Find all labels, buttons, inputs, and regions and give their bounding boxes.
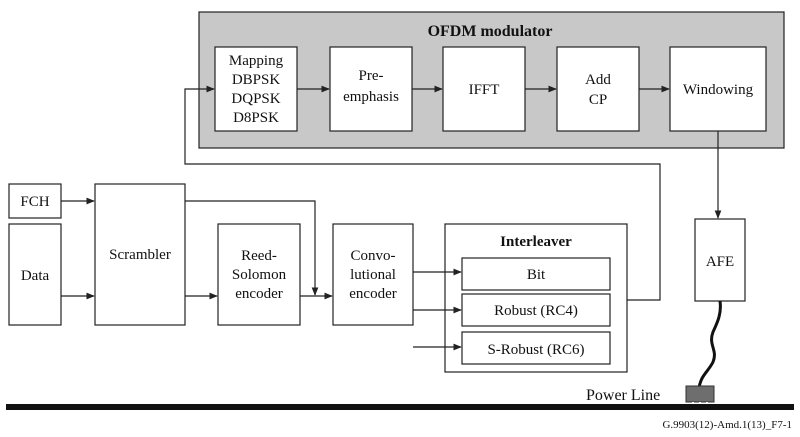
addcp-label-2: CP [589,92,607,108]
power-line-label: Power Line [586,387,660,404]
interleaver-bit-label: Bit [527,267,546,283]
mapping-dbpsk-label: DBPSK [232,72,281,88]
addcp-block [556,46,640,132]
scrambler-label: Scrambler [109,247,171,263]
addcp-label-1: Add [585,72,611,88]
afe-cable [697,300,722,389]
windowing-label: Windowing [683,82,754,98]
ofdm-modulator-title: OFDM modulator [428,23,553,40]
scrambler-block [94,183,186,326]
preemphasis-label-1: Pre- [359,68,384,84]
preemphasis-block [329,46,413,132]
convolutional-encoder-block [332,223,414,326]
figure-id: G.9903(12)-Amd.1(13)_F7-1 [662,419,792,431]
fch-bypass-line [185,200,319,296]
mapping-dqpsk-label: DQPSK [231,91,280,107]
convolutional-label-2: lutional [350,267,396,283]
ifft-label: IFFT [469,82,500,98]
convolutional-label-3: encoder [349,286,396,302]
interleaver-srobust-block [461,331,611,365]
interleaver-srobust-label: S-Robust (RC6) [487,342,584,358]
power-line-bar [6,404,794,410]
convolutional-label-1: Convo- [351,248,396,264]
reed-solomon-block [217,223,301,326]
power-plug [685,385,715,403]
interleaver-title: Interleaver [500,234,572,250]
afe-block [694,218,746,302]
interleaver-bit-block [461,257,611,291]
data-block [8,223,62,326]
interleaver-robust-label: Robust (RC4) [494,303,578,319]
ifft-block [442,46,526,132]
data-label: Data [21,268,50,284]
windowing-block [669,46,767,132]
reed-solomon-label-1: Reed- [241,248,277,264]
afe-label: AFE [706,254,734,270]
fch-block [8,183,62,219]
preemphasis-label-2: emphasis [343,89,399,105]
reed-solomon-label-3: encoder [235,286,282,302]
reed-solomon-label-2: Solomon [232,267,287,283]
interleaver-to-mapping-line [184,85,661,301]
interleaver-robust-block [461,293,611,327]
mapping-d8psk-label: D8PSK [233,110,279,126]
fch-label: FCH [20,194,49,210]
mapping-label: Mapping [229,53,284,69]
mapping-block [214,46,298,132]
